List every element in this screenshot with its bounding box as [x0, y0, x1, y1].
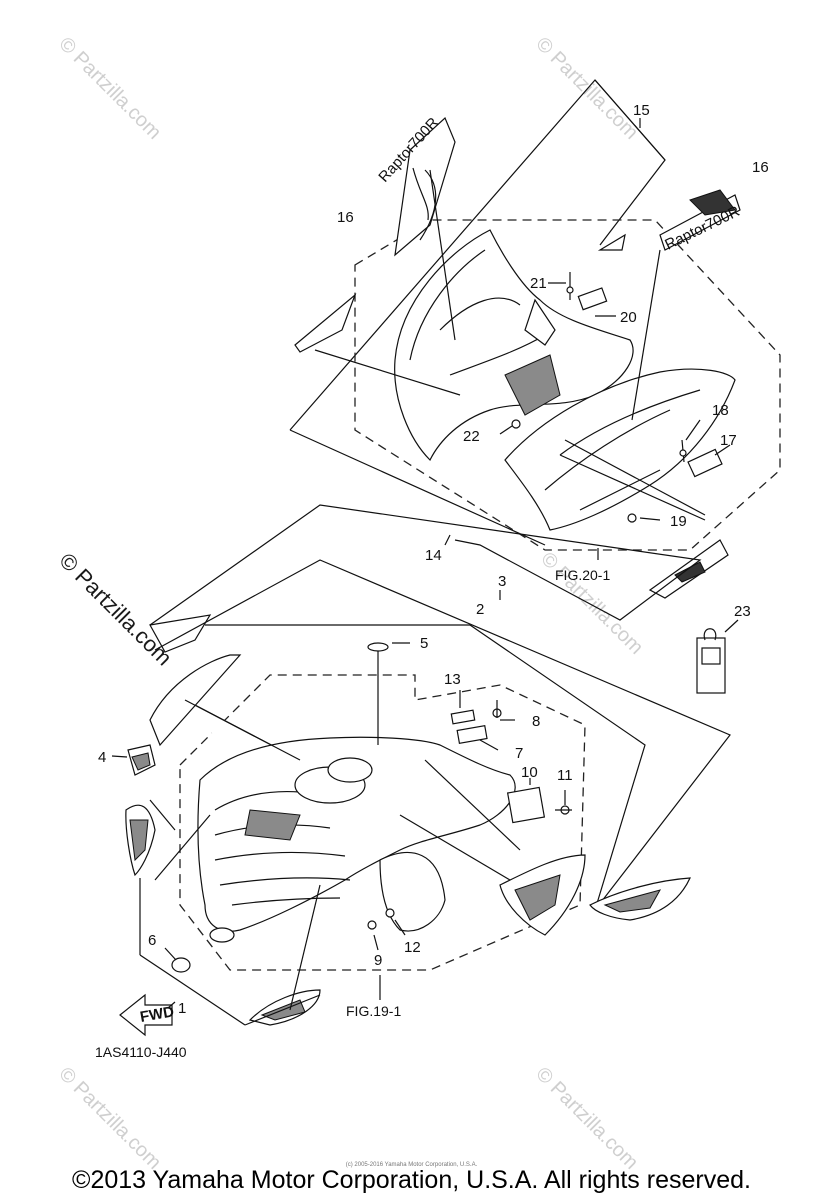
copyright-footer: ©2013 Yamaha Motor Corporation, U.S.A. A… [72, 1166, 751, 1194]
fwd-arrow-decal: FWD [119, 993, 176, 1037]
callout-15: 15 [633, 102, 650, 119]
decal-16-right: Raptor700R [659, 189, 743, 254]
callout-14: 14 [425, 547, 442, 564]
callout-labels: 1 2 3 4 5 6 7 8 9 10 11 12 13 14 15 16 1… [95, 102, 769, 1060]
part-9-grommet [367, 920, 377, 930]
part-7-plate [456, 724, 488, 745]
part-19-grommet [627, 513, 637, 523]
fig20-dashed-region [354, 219, 781, 551]
decal-16-left: Raptor700R [375, 114, 456, 257]
side-panel-left [294, 293, 357, 353]
callout-23: 23 [734, 603, 751, 620]
watermark-middle-right: © Partzilla.com [536, 548, 647, 659]
tag-23 [696, 619, 739, 694]
callout-10: 10 [521, 764, 538, 781]
small-credit: (c) 2005-2016 Yamaha Motor Corporation, … [345, 1162, 478, 1168]
callout-19: 19 [670, 513, 687, 530]
part-6-plug [171, 957, 191, 973]
callout-1: 1 [178, 1000, 186, 1017]
callout-18: 18 [712, 402, 729, 419]
watermark-top-left: © Partzilla.com [54, 33, 165, 144]
part-13-plate [450, 709, 476, 725]
watermark-bottom-right: © Partzilla.com [531, 1063, 642, 1174]
callout-13: 13 [444, 671, 461, 688]
rear-fender-group: Raptor700R Raptor700R [289, 79, 781, 599]
outline-15-lower [289, 429, 546, 546]
fwd-label: FWD [139, 1003, 176, 1026]
part-17-plate [687, 448, 723, 478]
decal-left-large [149, 654, 242, 747]
part-4-reflector [111, 744, 156, 776]
fig-ref-19-1: FIG.19-1 [346, 1003, 401, 1019]
front-fender-body [197, 736, 516, 943]
part-12-grommet [385, 908, 395, 918]
callout-7: 7 [515, 745, 523, 762]
callout-12: 12 [404, 939, 421, 956]
callout-11: 11 [557, 767, 573, 784]
callout-21: 21 [530, 275, 547, 292]
group-outline-14 [149, 504, 702, 653]
callout-9: 9 [374, 952, 382, 969]
callout-8: 8 [532, 713, 540, 730]
callout-22: 22 [463, 428, 480, 445]
callout-2: 2 [476, 601, 484, 618]
callout-16b: 16 [752, 159, 769, 176]
part-20-plate [577, 287, 608, 311]
part-5-cap [367, 642, 389, 652]
watermark-bottom-left: © Partzilla.com [54, 1063, 165, 1174]
front-fender-group: FWD [111, 559, 731, 1037]
callout-20: 20 [620, 309, 637, 326]
part-22-grommet [511, 419, 521, 429]
decal-14-upper-left [149, 614, 212, 653]
callout-16a: 16 [337, 209, 354, 226]
fig-ref-20-1: FIG.20-1 [555, 567, 610, 583]
callout-3: 3 [498, 573, 506, 590]
callout-4: 4 [98, 749, 106, 766]
decal-triangle [597, 233, 626, 251]
part-code: 1AS4110-J440 [95, 1044, 187, 1060]
callout-5: 5 [420, 635, 428, 652]
group-outline-3 [154, 559, 731, 911]
part-10-plate [506, 786, 546, 824]
callout-6: 6 [148, 932, 156, 949]
watermark-large: © Partzilla.com [54, 548, 177, 671]
rear-fender-body [394, 229, 736, 531]
callout-17: 17 [720, 432, 737, 449]
